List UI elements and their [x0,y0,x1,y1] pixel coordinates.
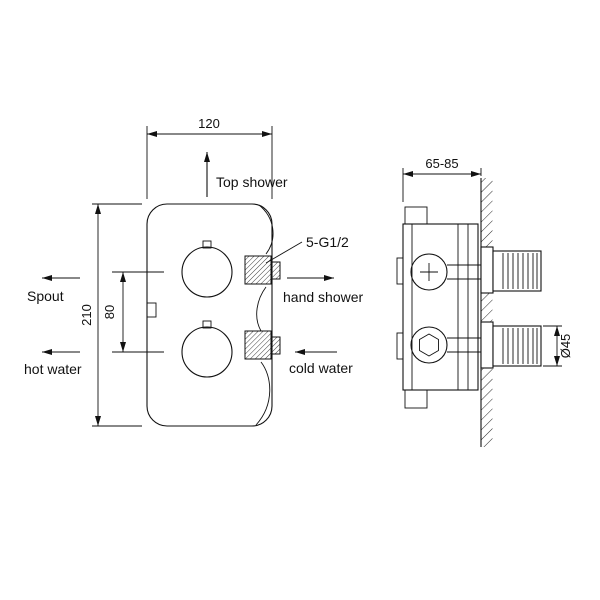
hot-water-text: hot water [24,361,82,377]
label-top-shower: Top shower [204,152,288,197]
dim-width-label: 120 [198,116,220,131]
dimension-knob-spacing: 80 [102,272,126,352]
thread-size-text: 5-G1/2 [306,234,349,250]
thread-connection-bottom [244,330,281,360]
knob-bottom [181,320,233,378]
dimension-width: 120 [146,116,273,199]
inlet-port-bottom [396,332,404,360]
wall-section [480,178,493,447]
spout-text: Spout [27,288,64,304]
flange-top [480,246,494,294]
dimension-height: 210 [79,203,142,427]
hand-shower-text: hand shower [283,289,364,305]
flange-bottom [480,321,494,369]
screw-port [410,253,448,291]
label-hot-water: hot water [24,349,82,377]
dimension-depth: 65-85 [402,156,482,202]
knob-cylinder-bottom [492,325,542,367]
dimension-diameter: Ø45 [543,325,573,367]
dim-knob-spacing-label: 80 [102,305,117,319]
top-shower-text: Top shower [216,174,288,190]
dim-depth-label: 65-85 [425,156,458,171]
side-view: 65-85 Ø45 [396,156,573,447]
valve-plate [146,203,273,427]
knob-top [181,240,233,298]
knob-cylinder-top [492,250,542,292]
dim-diameter-label: Ø45 [558,334,573,359]
mounting-lug-top [404,206,428,225]
inlet-port-top [396,257,404,285]
valve-body [396,206,481,409]
plate-left-notch [146,302,157,318]
label-hand-shower: hand shower [283,275,364,305]
plate-side-profile [255,204,274,426]
cold-water-text: cold water [289,360,353,376]
label-cold-water: cold water [289,349,353,376]
front-view: 120 210 80 Top shower Spout hot water [24,116,364,427]
dim-height-label: 210 [79,304,94,326]
label-spout: Spout [27,275,80,304]
thread-connection-top [244,255,281,285]
label-thread-size: 5-G1/2 [265,234,349,264]
hex-port [410,326,448,364]
mounting-lug-bottom [404,389,428,409]
